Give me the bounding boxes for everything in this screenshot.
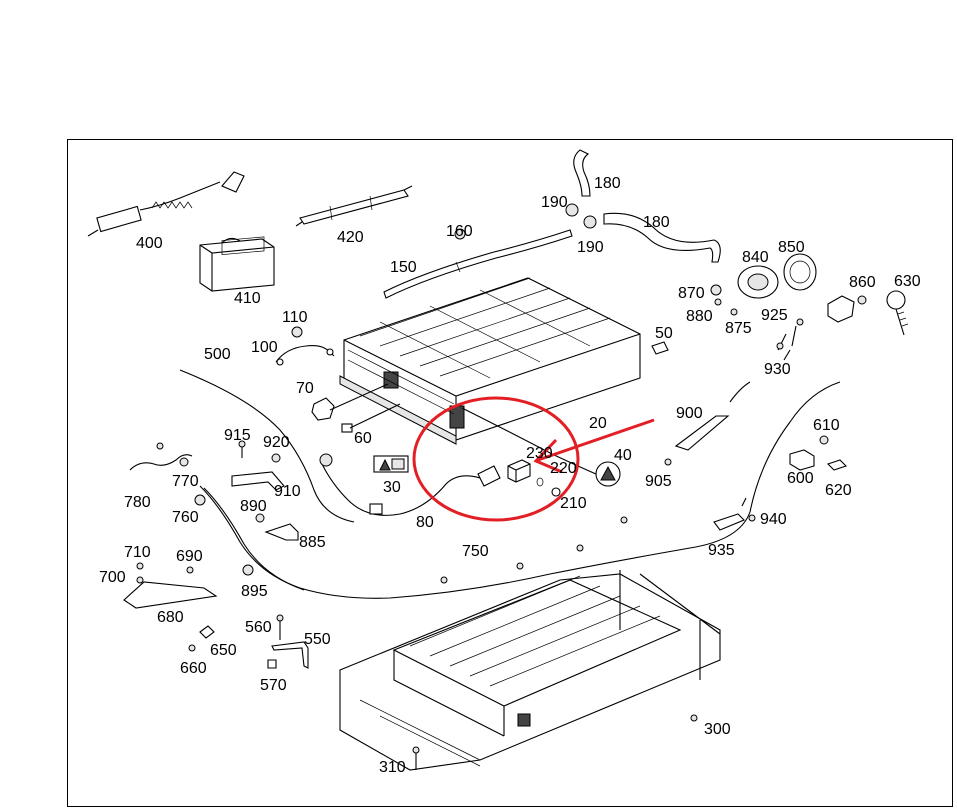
label-875: 875: [725, 320, 752, 337]
label-870: 870: [678, 285, 705, 302]
label-850: 850: [778, 239, 805, 256]
label-890: 890: [240, 498, 267, 515]
label-940: 940: [760, 511, 787, 528]
part-410-case: [199, 236, 275, 292]
part-30-warning-label: [373, 455, 409, 473]
part-900-bracket: [664, 381, 751, 466]
diagram-frame: [67, 139, 953, 807]
callout-labels: 400 410 420 160 150 190 190 180 180 840 …: [99, 175, 921, 776]
label-40: 40: [614, 447, 632, 464]
highlight-annotation: [412, 396, 655, 522]
part-80-harness: [319, 453, 501, 516]
part-40-warning-disc: [595, 461, 621, 487]
label-780: 780: [124, 494, 151, 511]
label-110: 110: [282, 309, 308, 326]
part-420-rail: [295, 185, 413, 227]
label-885: 885: [299, 534, 326, 551]
label-20: 20: [589, 415, 607, 432]
part-50-plug: [651, 341, 669, 355]
part-500-wire: [179, 369, 355, 523]
label-70: 70: [296, 380, 314, 397]
label-925: 925: [761, 307, 788, 324]
label-760: 760: [172, 509, 199, 526]
label-935: 935: [708, 542, 735, 559]
part-100-110-lines: [275, 326, 335, 366]
label-30: 30: [383, 479, 401, 496]
label-700: 700: [99, 569, 126, 586]
label-210: 210: [560, 495, 587, 512]
label-190-b: 190: [577, 239, 604, 256]
part-550-660-small: [188, 614, 309, 669]
label-910: 910: [274, 483, 301, 500]
label-410: 410: [234, 290, 261, 307]
part-70-60-holders: [311, 383, 401, 433]
label-150: 150: [390, 259, 417, 276]
label-190-a: 190: [541, 194, 568, 211]
label-650: 650: [210, 642, 237, 659]
label-80: 80: [416, 514, 434, 531]
label-310: 310: [379, 759, 406, 776]
label-710: 710: [124, 544, 151, 561]
label-220: 220: [550, 460, 577, 477]
label-560: 560: [245, 619, 272, 636]
label-180-b: 180: [643, 214, 670, 231]
label-900: 900: [676, 405, 703, 422]
label-230: 230: [526, 445, 553, 462]
label-300: 300: [704, 721, 731, 738]
label-915: 915: [224, 427, 251, 444]
part-150-pipe: [383, 228, 573, 299]
label-895: 895: [241, 583, 268, 600]
label-770: 770: [172, 473, 199, 490]
label-180-a: 180: [594, 175, 621, 192]
label-610: 610: [813, 417, 840, 434]
part-lower-battery-frame: [339, 570, 721, 771]
label-60: 60: [354, 430, 372, 447]
part-680-mount: [123, 562, 218, 609]
part-750-harness: [199, 381, 841, 599]
label-930: 930: [764, 361, 791, 378]
label-600: 600: [787, 470, 814, 487]
label-620: 620: [825, 482, 852, 499]
label-690: 690: [176, 548, 203, 565]
label-920: 920: [263, 434, 290, 451]
label-840: 840: [742, 249, 769, 266]
part-220-230-connector: [461, 407, 597, 497]
part-180-hose: [565, 149, 721, 263]
label-570: 570: [260, 677, 287, 694]
part-840-850-valves: [710, 253, 909, 336]
label-750: 750: [462, 543, 489, 560]
label-550: 550: [304, 631, 331, 648]
highlight-arrow-head: [533, 438, 563, 474]
part-935-940-bracket: [713, 497, 756, 531]
label-860: 860: [849, 274, 876, 291]
part-895-nut: [242, 564, 254, 576]
label-680: 680: [157, 609, 184, 626]
highlight-arrow-shaft: [537, 418, 655, 462]
label-630: 630: [894, 273, 921, 290]
label-660: 660: [180, 660, 207, 677]
label-50: 50: [655, 325, 673, 342]
part-600-610-620-sensor: [789, 435, 848, 471]
label-420: 420: [337, 229, 364, 246]
part-925-930-clips: [776, 318, 804, 361]
label-100: 100: [251, 339, 278, 356]
part-400-charging-cable: [87, 171, 245, 237]
label-400: 400: [136, 235, 163, 252]
label-160: 160: [446, 223, 473, 240]
label-500: 500: [204, 346, 231, 363]
part-885-915-brackets: [231, 440, 299, 541]
label-905: 905: [645, 473, 672, 490]
highlight-ellipse: [412, 396, 580, 522]
part-760-780-clips: [129, 442, 206, 506]
label-880: 880: [686, 308, 713, 325]
